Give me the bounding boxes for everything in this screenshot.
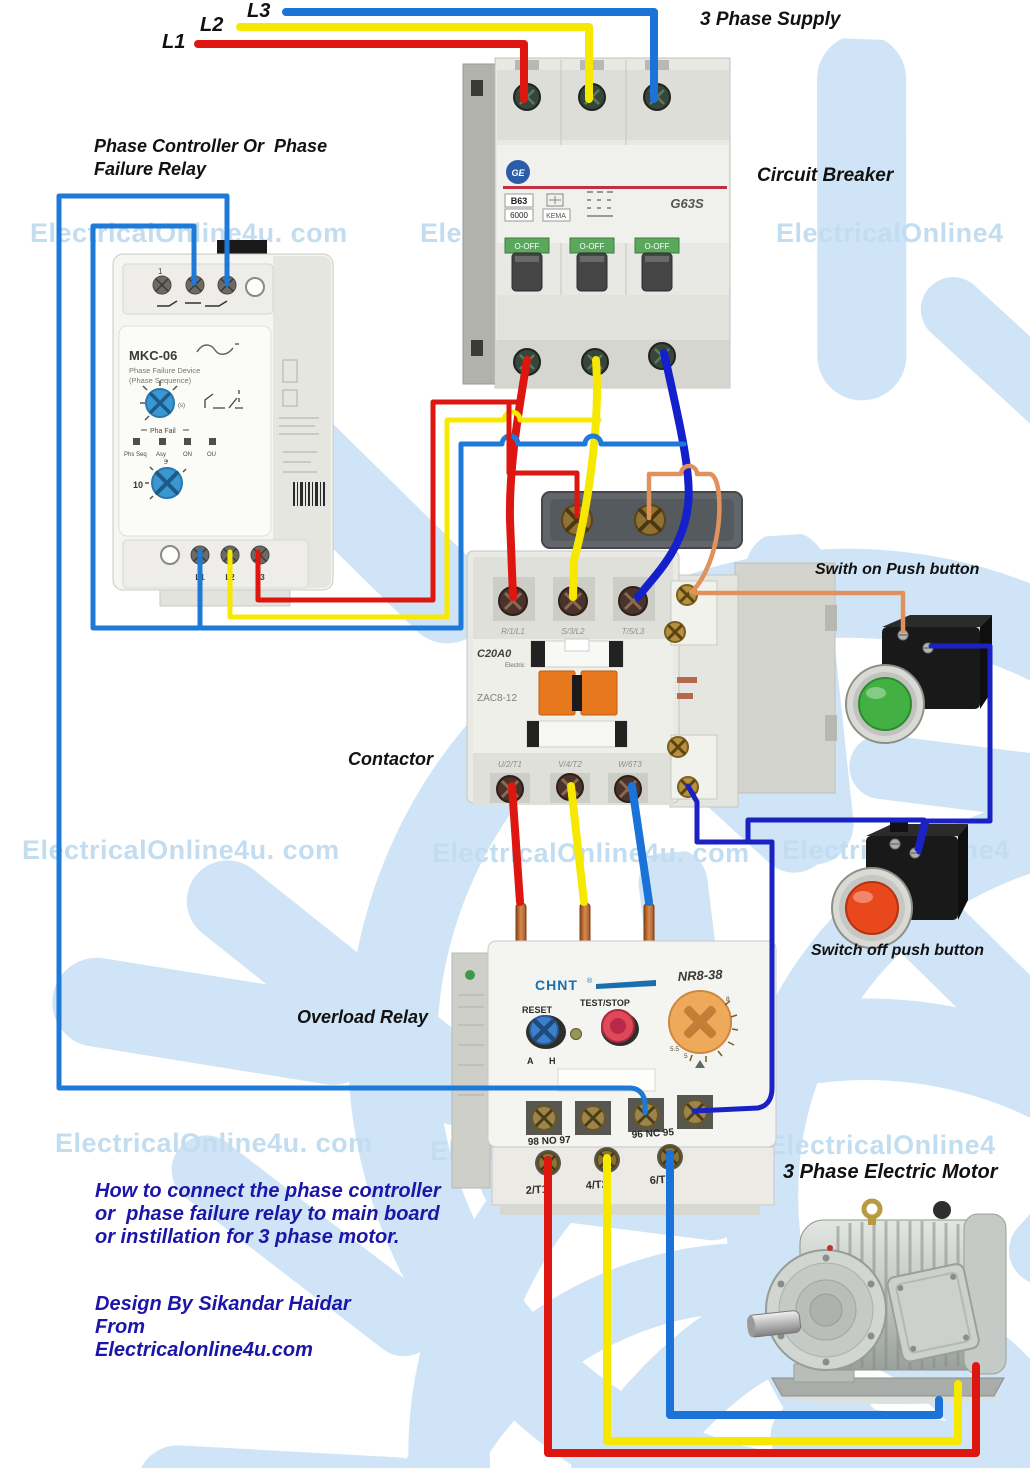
label-switch-off: Switch off push button: [811, 942, 985, 959]
svg-text:O-OFF: O-OFF: [515, 242, 540, 251]
label-phase-controller: Phase Controller Or Phase: [94, 136, 328, 156]
breaker-side-panel: [462, 63, 500, 385]
relay-model: MKC-06: [129, 348, 177, 363]
svg-text:5.5: 5.5: [670, 1046, 679, 1053]
credit-line-1: Design By Sikandar Haidar: [95, 1293, 351, 1315]
overload-relay-device: CHNT ® NR8-38 RESET TEST/STOP 8 5.5 5: [451, 902, 777, 1215]
overload-nc-row: 96 NC 95: [631, 1127, 674, 1141]
svg-text:5: 5: [684, 1053, 688, 1060]
svg-text:L3: L3: [255, 573, 265, 582]
relay-din-tab: [159, 589, 291, 607]
overload-t-label: 2/T1: [525, 1183, 548, 1197]
circuit-breaker-device: GE B63 6000 KEMA G63S O-OFF O-OFF O-OFF: [462, 57, 731, 389]
contactor-terminal-label: T/5/L3: [622, 627, 645, 636]
svg-text:8: 8: [726, 996, 730, 1003]
watermark-text: ElectricalOnline4u. com: [432, 838, 750, 868]
breaker-toggles: O-OFF O-OFF O-OFF: [504, 237, 680, 292]
contactor-mechanism: [526, 638, 628, 748]
breaker-series: G63S: [670, 196, 704, 211]
breaker-rating: 6000: [510, 211, 528, 220]
label-motor: 3 Phase Electric Motor: [783, 1161, 998, 1183]
stop-button-face: [831, 867, 913, 949]
svg-text:Asy: Asy: [156, 452, 166, 458]
credit-line-3: Electricalonline4u.com: [95, 1339, 313, 1361]
contactor-side-panel: [734, 562, 836, 794]
svg-text:GE: GE: [511, 168, 525, 178]
relay-barcode: [293, 482, 325, 506]
watermark-text: ElectricalOnline4: [776, 218, 1004, 248]
label-circuit-breaker: Circuit Breaker: [757, 165, 894, 186]
label-l3: L3: [247, 0, 271, 22]
caption-line-3: or instillation for 3 phase motor.: [95, 1226, 400, 1248]
ge-logo-icon: [506, 160, 530, 184]
caption-line-1: How to connect the phase controller: [95, 1180, 441, 1202]
label-switch-on: Swith on Push button: [815, 561, 980, 578]
motor-eye-bolt: [861, 1198, 883, 1220]
contactor-bottom-terminals: [490, 773, 648, 803]
label-3-phase-supply: 3 Phase Supply: [700, 9, 841, 30]
phase-failure-relay-device: 1 MKC-06 Phase Failure Device (Phase Seq…: [112, 240, 334, 607]
svg-text:OU: OU: [207, 452, 216, 458]
svg-text:L2: L2: [225, 573, 235, 582]
contactor-terminal-label: W/6T3: [618, 760, 642, 769]
overload-indicator-hole: [570, 1028, 582, 1040]
overload-model: NR8-38: [677, 967, 723, 984]
label-failure-relay: Failure Relay: [94, 159, 207, 179]
breaker-top-terminals: [513, 83, 671, 111]
credit-line-2: From: [95, 1316, 145, 1338]
overload-test-label: TEST/STOP: [580, 998, 630, 1008]
label-l1: L1: [162, 31, 186, 53]
contactor-coil-terminal-block: [541, 491, 743, 549]
contactor-brand: C20A0: [477, 648, 512, 660]
contactor-brand-sub: Electric: [505, 663, 525, 669]
label-contactor: Contactor: [348, 749, 433, 769]
contactor-terminal-label: V/4/T2: [558, 760, 582, 769]
contactor-top-terminals: [498, 586, 648, 616]
start-button-face: [845, 664, 925, 744]
overload-reg: ®: [587, 977, 593, 985]
overload-reset-button: [526, 1015, 566, 1049]
overload-t-label: 4/T2: [585, 1178, 608, 1192]
svg-text:10: 10: [133, 480, 143, 490]
svg-text:A: A: [527, 1056, 534, 1066]
contactor-device: R/1/L1 S/3/L2 T/5/L3 C20A0 Electric ZAC8…: [466, 550, 837, 808]
stop-push-button-device: [831, 822, 968, 949]
overload-label-window: [557, 1068, 656, 1092]
breaker-model: B63: [511, 196, 528, 206]
svg-text:H: H: [549, 1056, 556, 1066]
motor-junction-box: [886, 1263, 980, 1363]
label-l2: L2: [200, 14, 224, 36]
svg-text:ON: ON: [183, 452, 192, 458]
breaker-cert: KEMA: [546, 213, 566, 220]
caption-line-2: or phase failure relay to main board: [95, 1203, 440, 1225]
svg-text:(s): (s): [178, 403, 185, 409]
watermark-text: ElectricalOnline4: [768, 1130, 996, 1160]
overload-reset-label: RESET: [522, 1005, 553, 1015]
svg-text:O-OFF: O-OFF: [645, 242, 670, 251]
svg-text:Phs Seq: Phs Seq: [124, 452, 147, 458]
contactor-terminal-label: R/1/L1: [501, 627, 525, 636]
overload-brand: CHNT: [535, 977, 578, 993]
watermark-text: ElectricalOnline4u. com: [22, 835, 340, 865]
label-overload-relay: Overload Relay: [297, 1007, 429, 1027]
contactor-terminal-label: U/2/T1: [498, 760, 522, 769]
svg-text:O-OFF: O-OFF: [580, 242, 605, 251]
overload-foot: [500, 1205, 760, 1215]
watermark-text: ElectricalOnline4u. com: [55, 1128, 373, 1158]
relay-subtitle1: Phase Failure Device: [129, 366, 200, 375]
svg-text:L1: L1: [195, 573, 205, 582]
breaker-red-stripe: [503, 186, 727, 189]
start-push-button-device: [845, 615, 992, 744]
relay-pha-fail-label: Pha Fail: [150, 428, 176, 435]
contactor-model: ZAC8-12: [477, 693, 517, 704]
electric-motor-device: [747, 1198, 1007, 1404]
overload-side-panel: [451, 952, 491, 1189]
overload-no-row: 98 NO 97: [528, 1135, 572, 1148]
overload-t-label: 6/T3: [649, 1173, 672, 1187]
relay-terminal-number: 1: [158, 267, 163, 276]
contactor-terminal-label: S/3/L2: [561, 627, 585, 636]
